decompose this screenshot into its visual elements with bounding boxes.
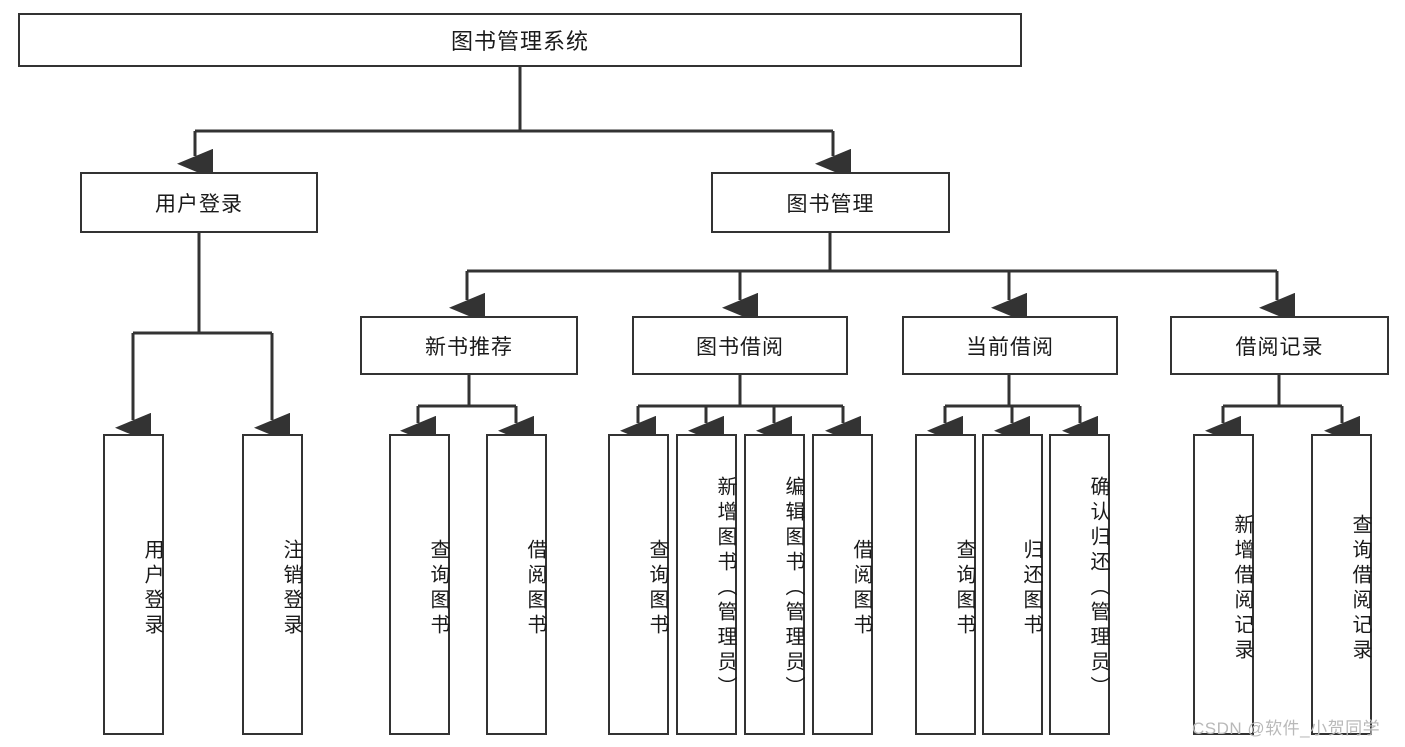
node-leaf-query-record[interactable]: 查询借阅记录 (1311, 434, 1372, 735)
node-leaf-query-book-3-label: 查询图书 (953, 538, 975, 639)
node-leaf-return-book[interactable]: 归还图书 (982, 434, 1043, 735)
node-leaf-query-book-2-label: 查询图书 (646, 538, 668, 639)
node-leaf-add-record-label: 新增借阅记录 (1231, 513, 1253, 664)
node-book-borrow[interactable]: 图书借阅 (632, 316, 848, 375)
node-current-borrow-label: 当前借阅 (966, 335, 1054, 359)
node-leaf-edit-book-label: 编辑图书（管理员） (782, 476, 804, 701)
node-leaf-user-login-label: 用户登录 (141, 538, 163, 639)
node-leaf-borrow-book-1[interactable]: 借阅图书 (486, 434, 547, 735)
node-leaf-borrow-book-2-label: 借阅图书 (850, 538, 872, 639)
node-borrow-record[interactable]: 借阅记录 (1170, 316, 1389, 375)
node-leaf-edit-book[interactable]: 编辑图书（管理员） (744, 434, 805, 735)
node-leaf-query-book-1-label: 查询图书 (427, 538, 449, 639)
node-new-book-recommend-label: 新书推荐 (425, 335, 513, 359)
node-leaf-query-book-1[interactable]: 查询图书 (389, 434, 450, 735)
node-leaf-borrow-book-2[interactable]: 借阅图书 (812, 434, 873, 735)
node-leaf-user-logout[interactable]: 注销登录 (242, 434, 303, 735)
node-leaf-user-login[interactable]: 用户登录 (103, 434, 164, 735)
node-leaf-add-book[interactable]: 新增图书（管理员） (676, 434, 737, 735)
node-leaf-confirm-return[interactable]: 确认归还（管理员） (1049, 434, 1110, 735)
node-root[interactable]: 图书管理系统 (18, 13, 1022, 67)
node-leaf-add-record[interactable]: 新增借阅记录 (1193, 434, 1254, 735)
node-leaf-query-book-2[interactable]: 查询图书 (608, 434, 669, 735)
node-leaf-query-book-3[interactable]: 查询图书 (915, 434, 976, 735)
node-root-label: 图书管理系统 (450, 29, 589, 54)
node-user-login-label: 用户登录 (155, 192, 243, 216)
node-leaf-query-record-label: 查询借阅记录 (1349, 513, 1371, 664)
node-leaf-confirm-return-label: 确认归还（管理员） (1087, 476, 1109, 701)
node-book-management[interactable]: 图书管理 (711, 172, 950, 233)
node-leaf-add-book-label: 新增图书（管理员） (714, 476, 736, 701)
node-user-login[interactable]: 用户登录 (80, 172, 318, 233)
node-leaf-borrow-book-1-label: 借阅图书 (524, 538, 546, 639)
node-leaf-return-book-label: 归还图书 (1020, 538, 1042, 639)
node-new-book-recommend[interactable]: 新书推荐 (360, 316, 578, 375)
node-current-borrow[interactable]: 当前借阅 (902, 316, 1118, 375)
node-book-borrow-label: 图书借阅 (696, 335, 784, 359)
watermark-label: CSDN @软件_小贺同学 (1192, 719, 1381, 738)
node-leaf-user-logout-label: 注销登录 (280, 538, 302, 639)
node-borrow-record-label: 借阅记录 (1235, 335, 1324, 359)
node-book-management-label: 图书管理 (786, 192, 875, 216)
